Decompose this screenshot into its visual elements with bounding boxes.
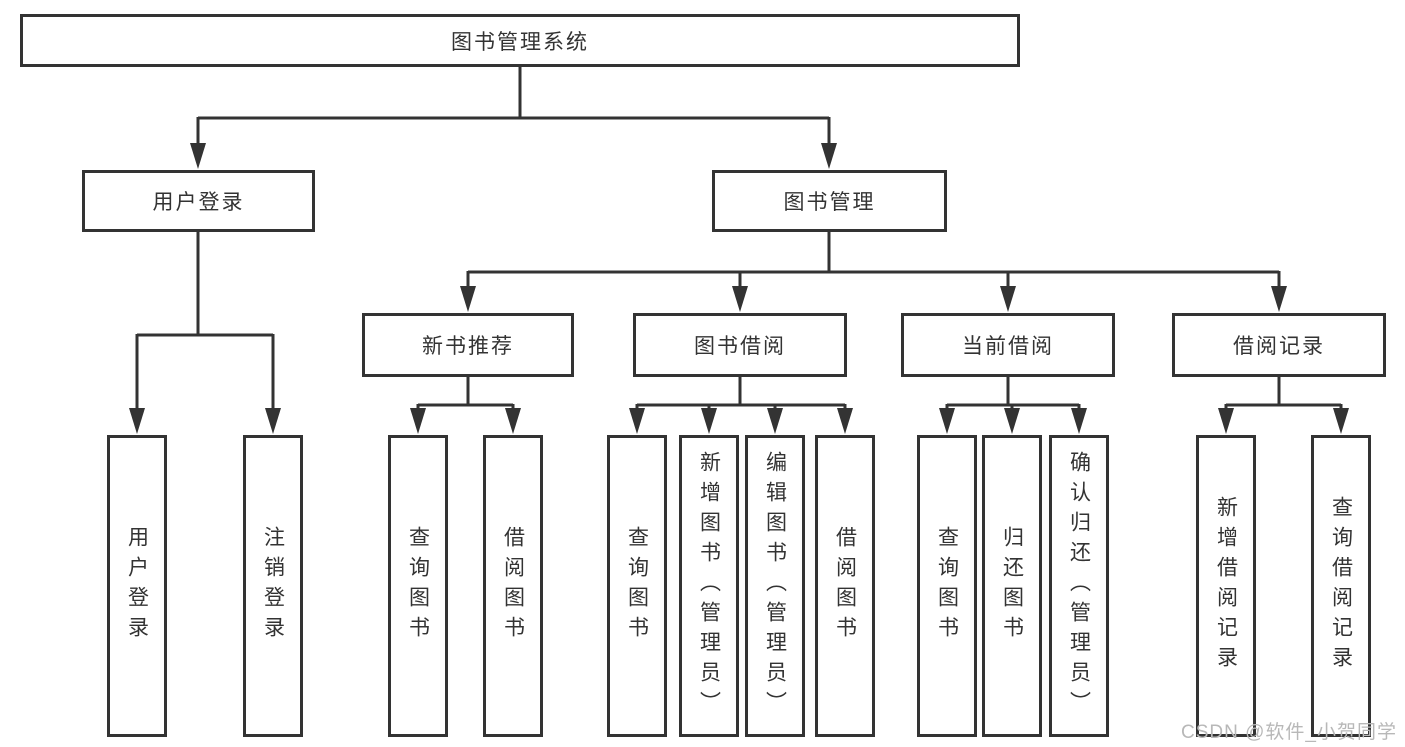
- leaf-borrow-books: 借阅图书: [815, 435, 875, 737]
- leaf-label: 查询图书: [935, 526, 959, 646]
- leaf-query-borrow-record: 查询借阅记录: [1311, 435, 1371, 737]
- leaf-label: 确认归还（管理员）: [1067, 451, 1091, 721]
- leaf-label: 新增图书（管理员）: [697, 451, 721, 721]
- leaf-label: 编辑图书（管理员）: [763, 451, 787, 721]
- leaf-label: 用户登录: [125, 526, 149, 646]
- node-borrow-records: 借阅记录: [1172, 313, 1386, 377]
- leaf-label: 查询图书: [625, 526, 649, 646]
- leaf-confirm-return-admin: 确认归还（管理员）: [1049, 435, 1109, 737]
- node-book-borrow: 图书借阅: [633, 313, 847, 377]
- leaf-label: 借阅图书: [833, 526, 857, 646]
- leaf-label: 查询借阅记录: [1329, 496, 1353, 676]
- leaf-label: 借阅图书: [501, 526, 525, 646]
- csdn-watermark: CSDN @软件_小贺同学: [1181, 722, 1397, 743]
- leaf-add-borrow-record: 新增借阅记录: [1196, 435, 1256, 737]
- leaf-label: 归还图书: [1000, 526, 1024, 646]
- node-book-management: 图书管理: [712, 170, 947, 232]
- node-current-borrow: 当前借阅: [901, 313, 1115, 377]
- leaf-query-books-recommend: 查询图书: [388, 435, 448, 737]
- leaf-label: 查询图书: [406, 526, 430, 646]
- leaf-borrow-books-recommend: 借阅图书: [483, 435, 543, 737]
- leaf-return-books: 归还图书: [982, 435, 1042, 737]
- leaf-edit-books-admin: 编辑图书（管理员）: [745, 435, 805, 737]
- leaf-label: 新增借阅记录: [1214, 496, 1238, 676]
- leaf-query-books-current: 查询图书: [917, 435, 977, 737]
- leaf-add-books-admin: 新增图书（管理员）: [679, 435, 739, 737]
- node-user-login: 用户登录: [82, 170, 315, 232]
- node-new-book-recommend: 新书推荐: [362, 313, 574, 377]
- leaf-logout: 注销登录: [243, 435, 303, 737]
- leaf-query-books-borrow: 查询图书: [607, 435, 667, 737]
- leaf-label: 注销登录: [261, 526, 285, 646]
- leaf-user-login: 用户登录: [107, 435, 167, 737]
- node-library-system: 图书管理系统: [20, 14, 1020, 67]
